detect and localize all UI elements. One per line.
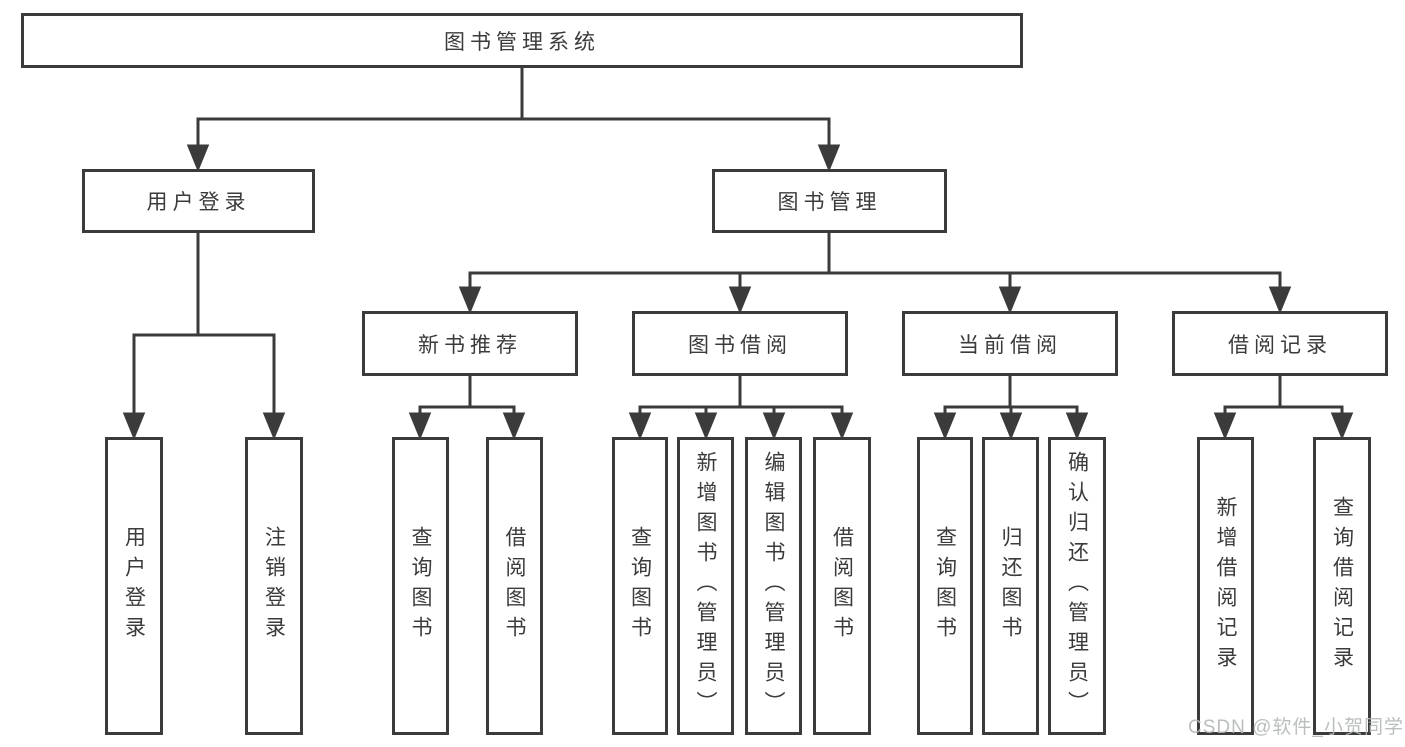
- node-book-borrow: 图书借阅: [632, 311, 848, 376]
- leaf-query-books-1: 查询图书: [392, 437, 449, 735]
- leaf-borrow-books-2: 借阅图书: [813, 437, 871, 735]
- watermark: CSDN @软件_小贺同学: [1188, 717, 1404, 738]
- leaf-edit-book-admin: 编辑图书（管理员）: [745, 437, 802, 735]
- leaf-confirm-return-admin: 确认归还（管理员）: [1048, 437, 1106, 735]
- leaf-logout: 注销登录: [245, 437, 303, 735]
- leaf-add-borrow-record: 新增借阅记录: [1197, 437, 1254, 735]
- node-current-borrow: 当前借阅: [902, 311, 1118, 376]
- leaf-query-borrow-record: 查询借阅记录: [1313, 437, 1371, 735]
- leaf-query-books-2: 查询图书: [612, 437, 668, 735]
- node-user-login: 用户登录: [82, 169, 315, 233]
- leaf-return-book: 归还图书: [982, 437, 1039, 735]
- leaf-user-login: 用户登录: [105, 437, 163, 735]
- leaf-add-book-admin: 新增图书（管理员）: [677, 437, 734, 735]
- node-library-system: 图书管理系统: [21, 13, 1023, 68]
- node-new-book-recommend: 新书推荐: [362, 311, 578, 376]
- leaf-borrow-books-1: 借阅图书: [486, 437, 543, 735]
- node-book-management: 图书管理: [712, 169, 947, 233]
- node-borrow-records: 借阅记录: [1172, 311, 1388, 376]
- leaf-query-books-3: 查询图书: [917, 437, 973, 735]
